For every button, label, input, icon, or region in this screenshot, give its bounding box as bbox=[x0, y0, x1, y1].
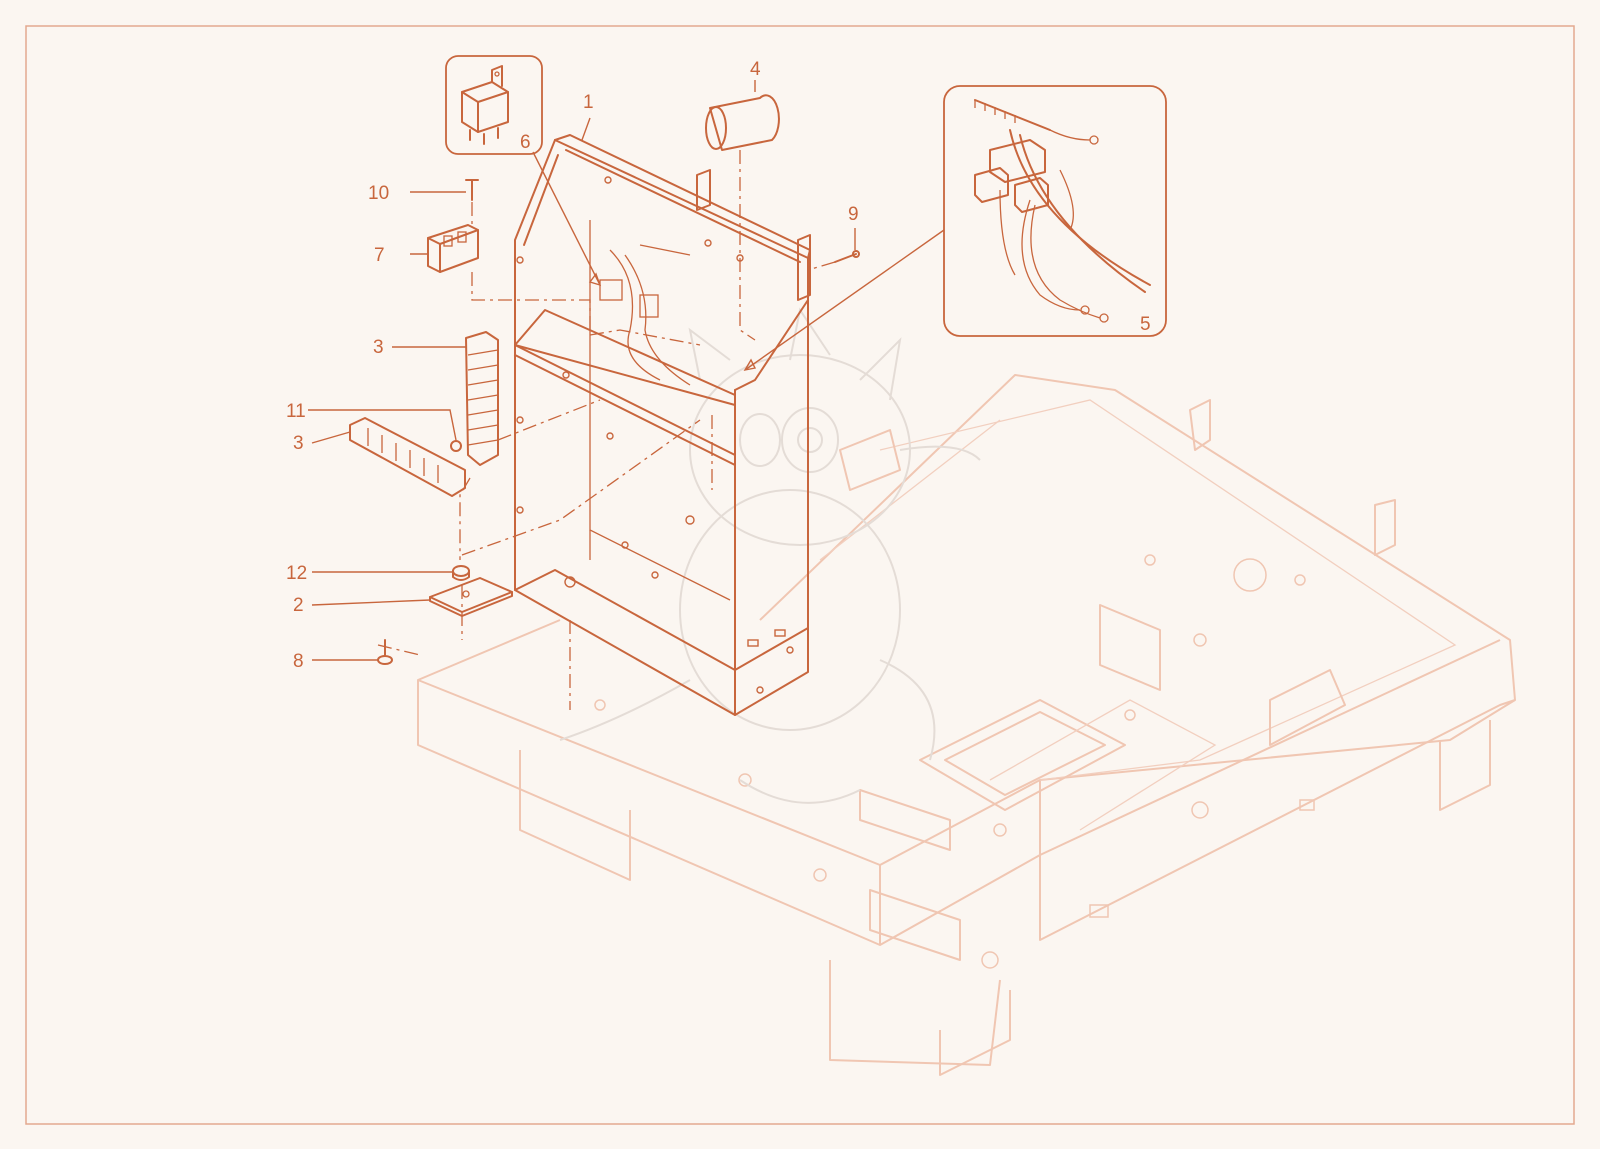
dragon-mascot-icon bbox=[559, 307, 981, 804]
relay-detail-box bbox=[445, 55, 543, 155]
bolt-part-8 bbox=[377, 639, 393, 665]
callout-11: 11 bbox=[286, 401, 306, 422]
drawing-border bbox=[25, 25, 1575, 1125]
nut-part-12 bbox=[452, 565, 470, 581]
callout-12: 12 bbox=[286, 563, 307, 584]
screw-part-10 bbox=[465, 179, 479, 201]
assembly-dash-lines bbox=[377, 150, 836, 710]
callout-8: 8 bbox=[293, 651, 304, 672]
control-box-enclosure bbox=[514, 134, 811, 716]
callout-3b: 3 bbox=[293, 433, 304, 454]
callout-7: 7 bbox=[374, 245, 385, 266]
screw-part-9 bbox=[834, 250, 860, 263]
callout-6: 6 bbox=[520, 132, 531, 153]
callout-4: 4 bbox=[750, 59, 761, 80]
contactor-part bbox=[427, 224, 479, 273]
capacitor-part bbox=[705, 94, 780, 151]
base-frame-ghost bbox=[417, 374, 1516, 1076]
relay-icon bbox=[461, 65, 509, 145]
harness-detail-box bbox=[943, 85, 1167, 337]
callout-3a: 3 bbox=[373, 337, 384, 358]
leader-lines bbox=[308, 80, 945, 661]
plate-part-2 bbox=[429, 577, 513, 617]
terminal-strip-vertical bbox=[465, 331, 499, 466]
callout-10: 10 bbox=[368, 183, 389, 204]
nut-part-11 bbox=[450, 440, 462, 452]
wire-harness-icon bbox=[974, 99, 1151, 323]
callout-1: 1 bbox=[583, 92, 594, 113]
callout-5: 5 bbox=[1140, 314, 1151, 335]
callout-9: 9 bbox=[848, 204, 859, 225]
terminal-strip-horizontal bbox=[349, 417, 466, 497]
callout-2: 2 bbox=[293, 595, 304, 616]
callout-labels: 1 2 3 3 4 5 6 7 8 9 10 11 12 bbox=[286, 59, 1151, 672]
